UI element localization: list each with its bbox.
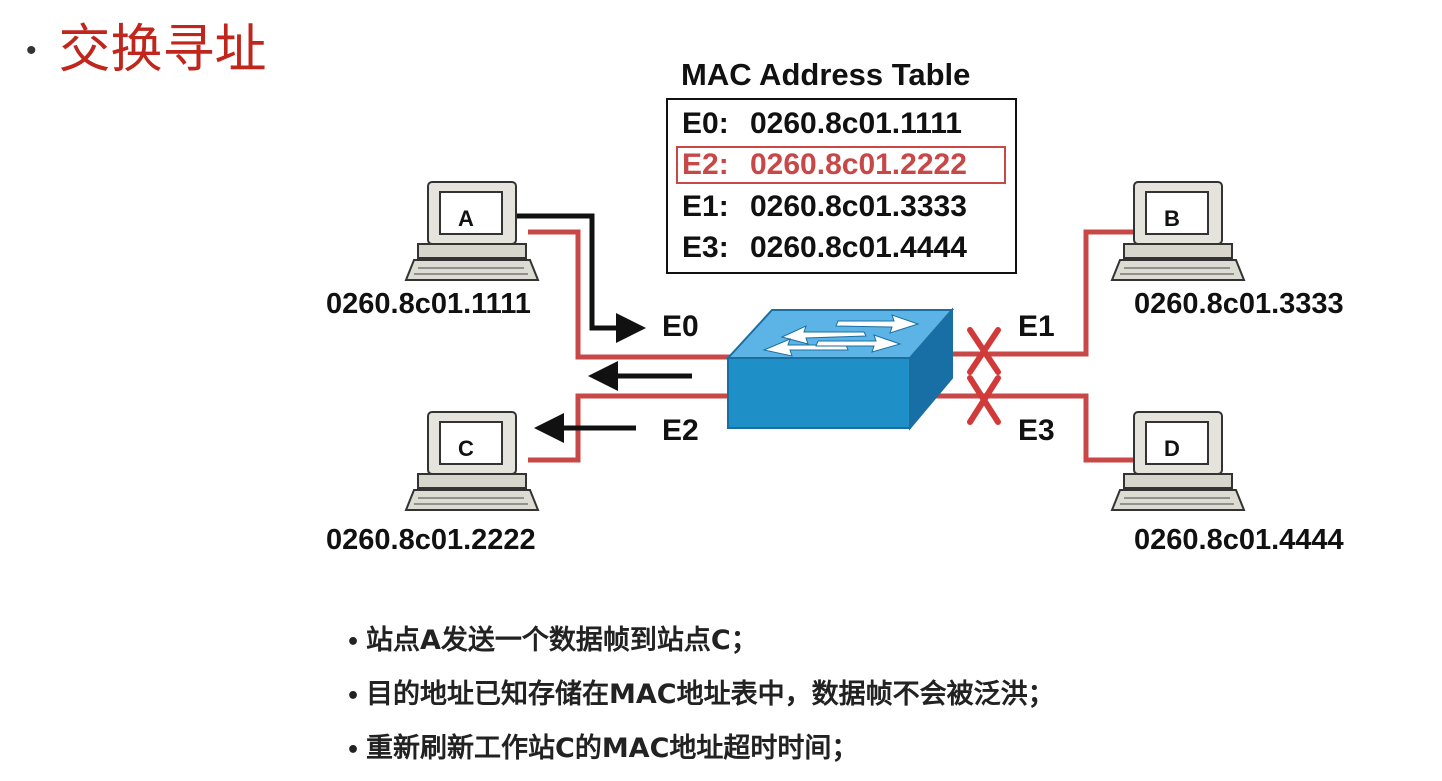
link-a	[528, 229, 740, 360]
mac-table-title: MAC Address Table	[681, 57, 971, 92]
mac-table-mac: 0260.8c01.3333	[750, 190, 967, 223]
mac-table: E0: 0260.8c01.1111 E2: 0260.8c01.2222 E1: 0…	[666, 98, 1017, 274]
mac-table-port: E2:	[682, 148, 729, 181]
mac-table-mac: 0260.8c01.1111	[750, 107, 962, 140]
mac-table-row: E3: 0260.8c01.4444	[682, 230, 967, 266]
mac-table-row: E1: 0260.8c01.3333	[682, 189, 967, 225]
blocked-e3-icon	[967, 375, 1001, 425]
slide-title: • 交换寻址	[26, 20, 267, 80]
arrow-a-to-e0	[516, 213, 620, 331]
arrow-a-to-e0-head	[616, 313, 646, 343]
mac-table-highlight-box	[676, 146, 1006, 184]
mac-table-mac: 0260.8c01.2222	[750, 148, 967, 181]
station-c-mac: 0260.8c01.2222	[326, 524, 536, 556]
explanation-item: •站点A发送一个数据帧到站点C；	[346, 625, 758, 656]
explanation-list: •站点A发送一个数据帧到站点C； •目的地址已知存储在MAC地址表中，数据帧不会…	[346, 616, 1055, 778]
port-label-e1: E1	[1018, 310, 1055, 343]
port-label-e3: E3	[1018, 414, 1055, 447]
pc-c-icon	[405, 411, 539, 511]
title-bullet: •	[26, 33, 37, 67]
arrow-left-1-head	[588, 361, 618, 391]
pc-b-label: B	[1164, 206, 1180, 231]
port-label-e2: E2	[662, 414, 699, 447]
title-text: 交换寻址	[58, 20, 267, 80]
station-d-mac: 0260.8c01.4444	[1134, 524, 1344, 556]
port-label-e0: E0	[662, 310, 699, 343]
link-b	[912, 229, 1140, 357]
explanation-item: •目的地址已知存储在MAC地址表中，数据帧不会被泛洪；	[346, 679, 1055, 710]
mac-table-port: E0:	[682, 107, 729, 140]
pc-d-label: D	[1164, 436, 1180, 461]
pc-c-label: C	[458, 436, 474, 461]
link-d	[912, 393, 1140, 463]
mac-table-row: E0: 0260.8c01.1111	[682, 106, 962, 142]
switch-icon	[725, 307, 955, 431]
mac-table-mac: 0260.8c01.4444	[750, 231, 967, 264]
blocked-e1-icon	[967, 327, 1001, 375]
network-links	[528, 229, 1140, 463]
explanation-item: •重新刷新工作站C的MAC地址超时时间；	[346, 733, 859, 764]
mac-table-port: E1:	[682, 190, 729, 223]
network-diagram: A C B D	[405, 181, 1245, 511]
arrow-left-2-head	[534, 413, 564, 443]
station-a-mac: 0260.8c01.1111	[326, 288, 531, 320]
mac-table-port: E3:	[682, 231, 729, 264]
mac-table-row-highlighted: E2: 0260.8c01.2222	[682, 147, 967, 183]
station-b-mac: 0260.8c01.3333	[1134, 288, 1344, 320]
pc-a-label: A	[458, 206, 474, 231]
pc-a-icon	[405, 181, 539, 281]
